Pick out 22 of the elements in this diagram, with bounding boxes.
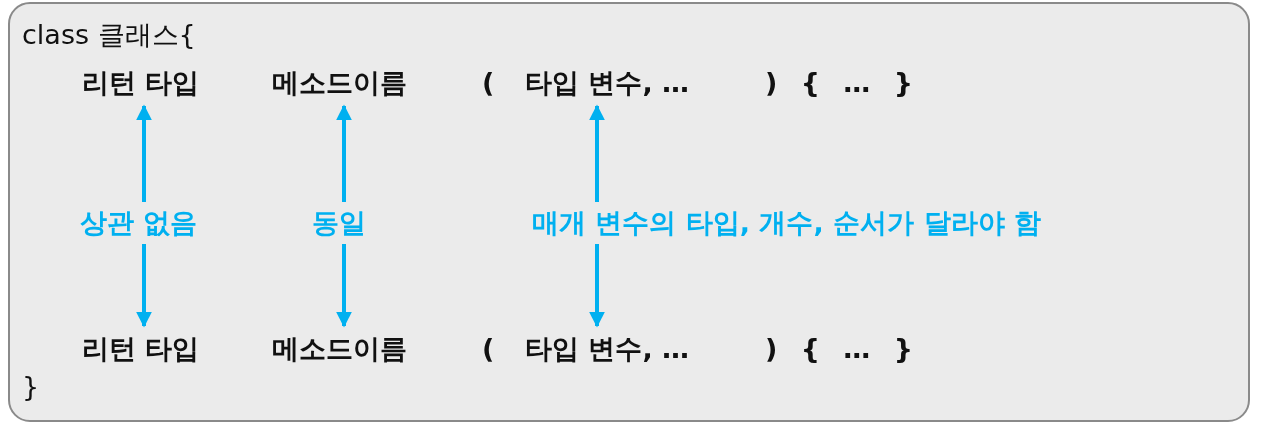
code-text: } (22, 370, 40, 404)
code-text: 타입 변수, … (525, 66, 690, 100)
code-text: 리턴 타입 (82, 66, 200, 100)
arrow (589, 244, 605, 328)
code-text: 리턴 타입 (82, 332, 200, 366)
note-text: 동일 (312, 206, 366, 240)
code-panel (8, 2, 1250, 422)
arrow (336, 104, 352, 202)
code-text: ( (482, 332, 495, 366)
code-text: 타입 변수, … (525, 332, 690, 366)
code-text: class 클래스{ (22, 18, 196, 52)
note-text: 매개 변수의 타입, 개수, 순서가 달라야 함 (532, 206, 1041, 240)
code-text: 메소드이름 (272, 332, 407, 366)
arrow (336, 244, 352, 328)
code-text: ) { … } (765, 332, 913, 366)
code-text: ) { … } (765, 66, 913, 100)
arrow (589, 104, 605, 202)
arrow (136, 244, 152, 328)
code-text: ( (482, 66, 495, 100)
code-text: 메소드이름 (272, 66, 407, 100)
note-text: 상관 없음 (80, 206, 198, 240)
arrow (136, 104, 152, 202)
